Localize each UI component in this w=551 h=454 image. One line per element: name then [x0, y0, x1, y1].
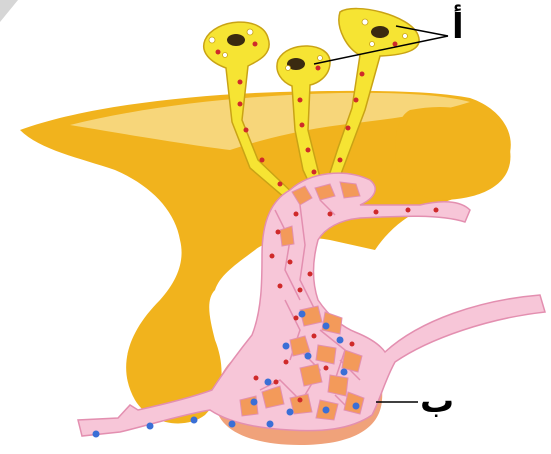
- label-a: أ: [452, 10, 464, 44]
- corner-mark: [0, 0, 18, 22]
- label-b: ب: [420, 384, 454, 418]
